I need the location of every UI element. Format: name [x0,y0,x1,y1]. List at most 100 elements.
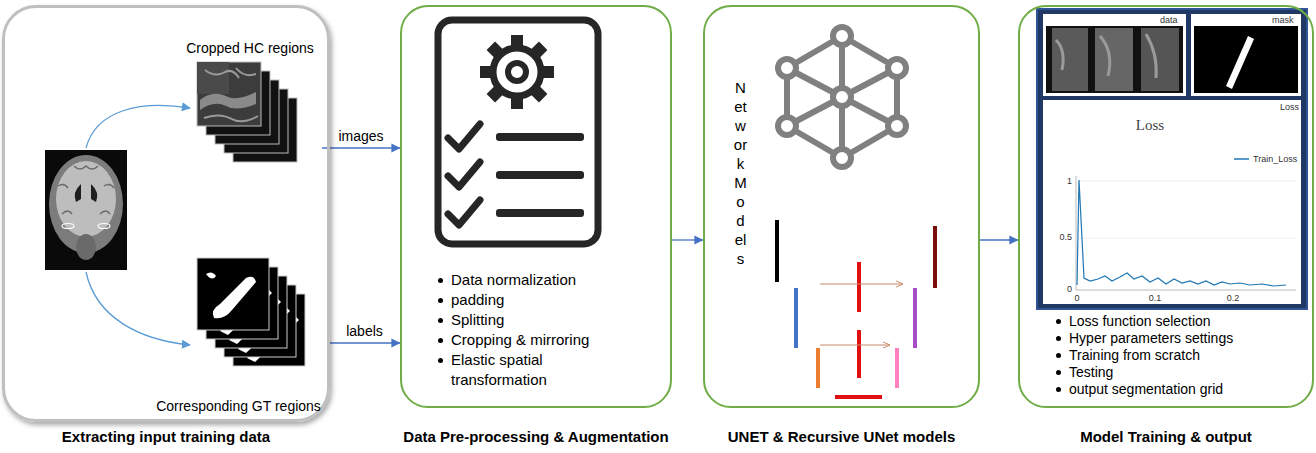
brain-mri [98,224,110,229]
label-holder: data [1160,15,1178,25]
chart-label: Loss [1280,102,1299,112]
image-group: Corresponding GT regions [148,252,329,417]
training-screenshot [1037,9,1307,309]
heading-holder: Data Pre-processing & Augmentation [403,428,668,446]
bullet-item: Hyper parameters settings [1055,330,1305,347]
stage-panel: Model Training & outputLoss function sel… [1018,5,1314,408]
training-screenshot [1043,14,1186,96]
curved-arrow [86,272,190,345]
network-icon [778,27,906,167]
training-screenshot [1194,26,1298,93]
brain-mri [45,150,127,270]
bullet-item: Training from scratch [1055,347,1305,364]
network-icon [778,59,796,77]
image-stack [197,62,229,94]
checklist-icon [496,171,584,179]
checklist-icon [493,48,541,96]
vertical-holder: Network Models [733,78,748,268]
label-holder: Loss [1136,117,1164,134]
panel-heading: Extracting input training data [62,428,270,446]
label-stack [213,277,256,319]
unet-sketch [895,348,899,388]
unet-sketch [835,395,882,399]
vertical-label: Network Models [733,78,748,268]
stage-panel: Data Pre-processing & AugmentationData n… [400,5,672,408]
unet-sketch [777,220,935,397]
bullet-item: Cropping & mirroring [437,330,637,350]
unet-sketch [857,330,861,378]
unet-sketch [794,288,798,348]
image-group: Cropped HC regions [178,38,322,166]
unet-sketch [820,284,903,285]
unet-sketch [857,262,861,312]
training-screenshot [1037,9,1307,309]
legend-sample [1234,154,1250,164]
checklist-icon [438,20,598,244]
stage-panel: UNET & Recursive UNet modelsNetwork Mode… [703,5,980,408]
chart-label: 0.1 [1149,293,1162,303]
unet-sketch [933,226,937,288]
stack-caption: Corresponding GT regions [152,396,325,417]
chart-label: 0 [1074,293,1079,303]
flow-arrow [329,342,400,343]
brain-mri [76,234,96,260]
chart-title: Loss [1136,117,1164,134]
edge-label: images [336,128,385,145]
chart-label: 0 [1067,284,1072,294]
brain-mri [62,224,74,229]
stage-panel: Cropped HC regionsCorresponding GT regio… [2,5,330,422]
chart-label: data [1160,15,1178,25]
label-holder: 0.2 [1227,293,1240,303]
heading-holder: UNET & Recursive UNet models [728,428,956,446]
bullet-item: output segmentation grid [1055,381,1305,398]
panel-heading: UNET & Recursive UNet models [728,428,956,446]
edge-label: labels [344,323,385,340]
image-stack [197,62,297,162]
unet-sketch [816,348,820,388]
unet-sketch [775,220,779,282]
stack-caption: Cropped HC regions [182,38,318,59]
bullet-item: Testing [1055,364,1305,381]
bullet-item: Elastic spatial transformation [437,350,637,390]
checklist-icon [496,133,584,141]
legend-text: Train_Loss [1253,154,1297,164]
checklist-icon [448,124,480,149]
network-icon [888,117,906,135]
training-screenshot [1046,26,1183,93]
checklist-icon [496,209,584,217]
chart-label: 0.5 [1059,232,1072,242]
network-icon [888,59,906,77]
label-stack [197,258,305,366]
network-icon [778,117,796,135]
checklist-icon [480,35,554,109]
panel-heading: Data Pre-processing & Augmentation [403,428,668,446]
chart-label: 1 [1067,176,1072,186]
bullet-item: Data normalization [437,270,637,290]
image-stack [200,92,256,110]
image-stack [204,68,258,121]
chart-label: 0.2 [1227,293,1240,303]
network-icon [833,27,851,45]
training-screenshot [1191,14,1301,96]
network-icon [833,149,851,167]
label-holder: 0 [1067,284,1072,294]
image-stack [197,62,261,126]
bullet-item: Loss function selection [1055,313,1305,330]
brain-mri [45,150,127,270]
label-stack [197,258,269,330]
edge-label-holder: labels [344,323,385,340]
curved-arrow [86,105,190,345]
training-screenshot [1076,238,1296,239]
training-screenshot [1043,100,1301,304]
flow-arrow [672,239,703,240]
brain-mri [58,166,114,214]
unet-sketch [820,345,890,346]
training-screenshot [1056,34,1156,78]
checklist-icon [438,20,598,244]
heading-holder: Model Training & output [1080,428,1252,446]
flow-arrow [980,239,1018,240]
flow-arrow [322,147,400,148]
legend-sample [1234,158,1249,160]
label-stack [206,272,216,278]
heading-holder: Extracting input training data [62,428,270,446]
